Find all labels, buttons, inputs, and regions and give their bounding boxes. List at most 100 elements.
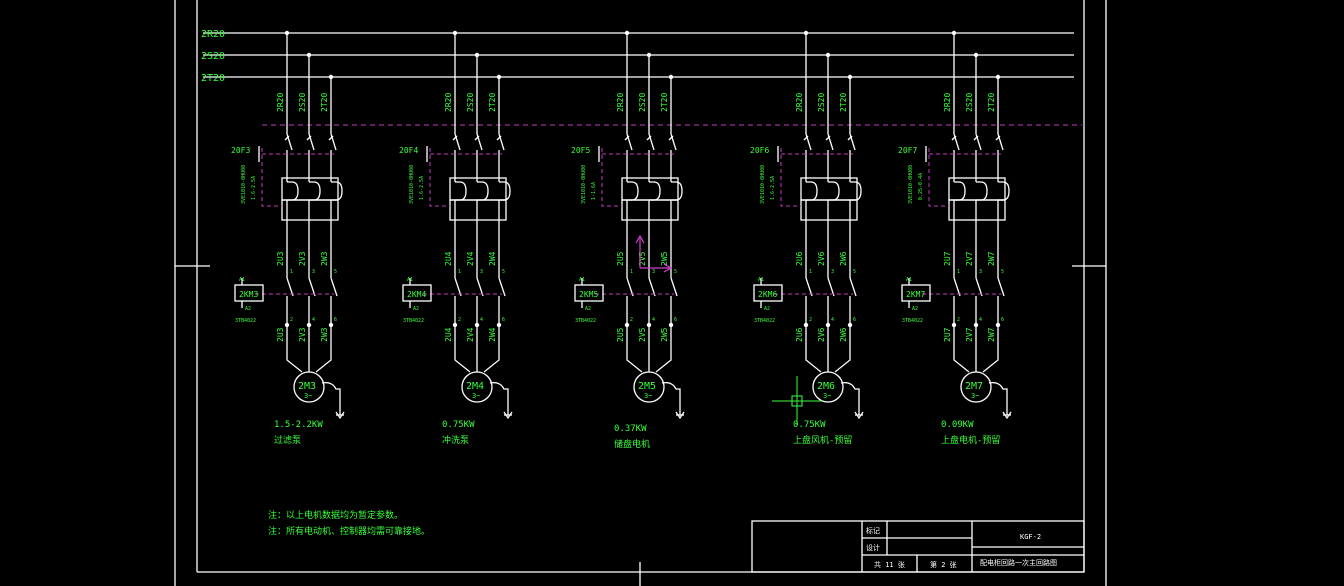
thermal-element: [828, 181, 840, 201]
svg-text:6: 6: [674, 317, 677, 323]
wire-tag-top: 2S20: [817, 93, 826, 112]
svg-text:4: 4: [480, 317, 483, 323]
svg-text:A2: A2: [912, 306, 918, 312]
motor-name: 上盘风机-预留: [793, 434, 852, 446]
thermal-element: [954, 181, 966, 201]
breaker-model: 3VE1010-0HU00: [760, 165, 766, 204]
ground-wire: [321, 381, 341, 415]
svg-text:1: 1: [458, 269, 461, 275]
svg-text:A2: A2: [764, 306, 770, 312]
bus-label-s: 2S20: [201, 51, 225, 62]
contactor-coil: [753, 284, 783, 302]
motor-phase-label: 3~: [823, 392, 831, 400]
wire-tag-bottom: 2U5: [616, 327, 625, 342]
svg-text:A1: A1: [906, 277, 912, 283]
motor-label: 2M5: [638, 381, 656, 392]
thermal-element: [287, 181, 299, 201]
svg-text:3: 3: [312, 269, 315, 275]
thermal-element: [649, 181, 661, 201]
svg-text:5: 5: [502, 269, 505, 275]
thermal-element: [627, 181, 639, 201]
breaker-link: [601, 148, 622, 207]
contactor-label: 2KM6: [758, 290, 777, 299]
ground-wire: [840, 381, 860, 415]
motor-feed-wire: [483, 328, 500, 373]
grip-arrow-up-head: [635, 234, 645, 244]
wire-tag-top: 2S20: [965, 93, 974, 112]
thermal-relay-box: [800, 177, 858, 201]
wire-tag-bottom: 2W5: [660, 327, 669, 342]
wire-tag-mid: 2W4: [488, 251, 497, 266]
tb-rev-label: 标记: [866, 526, 880, 535]
svg-text:6: 6: [1001, 317, 1004, 323]
svg-text:6: 6: [853, 317, 856, 323]
wire-tag-top: 2R20: [616, 93, 625, 112]
contactor-contact: [953, 277, 961, 297]
motor-power: 1.5-2.2KW: [274, 420, 323, 430]
motor-power: 0.37KW: [614, 424, 647, 434]
breaker-link: [780, 148, 801, 207]
thermal-element: [998, 181, 1010, 201]
contactor-coil: [234, 284, 264, 302]
wire-tag-mid: 2U5: [616, 251, 625, 266]
breaker-range: 1.6-2.5A: [251, 176, 257, 200]
contactor-model: 3TB4022: [754, 318, 775, 324]
bus-label-t: 2T20: [201, 73, 225, 84]
wire-tag-top: 2T20: [660, 93, 669, 112]
wire-tag-mid: 2U4: [444, 251, 453, 266]
wire-tag-bottom: 2V3: [298, 327, 307, 342]
contactor-contact: [476, 277, 484, 297]
svg-text:A2: A2: [245, 306, 251, 312]
motor-branches: 123456A1A22R202U32U32S202V32V32T202W32W3…: [231, 30, 1012, 450]
motor-power: 0.09KW: [941, 420, 974, 430]
wire-tag-bottom: 2U4: [444, 327, 453, 342]
breaker-model: 3VE1010-0HU00: [908, 165, 914, 204]
thermal-element: [309, 181, 321, 201]
svg-text:2: 2: [809, 317, 812, 323]
breaker-range: 1-1.6A: [591, 182, 597, 200]
motor-symbol: [960, 371, 992, 403]
wire-tag-mid: 2W5: [660, 251, 669, 266]
contactor-contact: [975, 277, 983, 297]
tb-sheet-total: 共 11 张: [874, 560, 905, 569]
wire-tag-top: 2R20: [444, 93, 453, 112]
motor-feed-wire: [655, 328, 672, 373]
svg-text:6: 6: [502, 317, 505, 323]
svg-text:A1: A1: [239, 277, 245, 283]
wire-tag-mid: 2W3: [320, 251, 329, 266]
svg-text:2: 2: [957, 317, 960, 323]
svg-text:3: 3: [480, 269, 483, 275]
cursor-box: [791, 395, 803, 407]
wire-tag-mid: 2U6: [795, 251, 804, 266]
contactor-model: 3TB4022: [575, 318, 596, 324]
motor-phase-label: 3~: [644, 392, 652, 400]
note-2: 注：所有电动机、控制器均需可靠接地。: [268, 525, 430, 537]
wire-tag-mid: 2W7: [987, 251, 996, 266]
breaker-link: [261, 148, 282, 207]
svg-text:3: 3: [831, 269, 834, 275]
contactor-contact: [454, 277, 462, 297]
tb-drawing-no: KGF-2: [1020, 533, 1041, 541]
breaker-label: 20F4: [399, 146, 418, 155]
wire-tag-top: 2S20: [466, 93, 475, 112]
svg-text:3: 3: [979, 269, 982, 275]
contactor-contact: [670, 277, 678, 297]
svg-text:A2: A2: [585, 306, 591, 312]
wire-tag-mid: 2U3: [276, 251, 285, 266]
svg-text:4: 4: [652, 317, 655, 323]
svg-text:2: 2: [458, 317, 461, 323]
motor-feed-wire: [315, 328, 332, 373]
motor-name: 储盘电机: [614, 438, 650, 450]
contactor-coil: [901, 284, 931, 302]
contactor-contact: [648, 277, 656, 297]
svg-text:1: 1: [809, 269, 812, 275]
wire-tag-bottom: 2W6: [839, 327, 848, 342]
svg-text:5: 5: [853, 269, 856, 275]
motor-phase-label: 3~: [304, 392, 312, 400]
thermal-relay-box: [621, 177, 679, 201]
thermal-element: [499, 181, 511, 201]
